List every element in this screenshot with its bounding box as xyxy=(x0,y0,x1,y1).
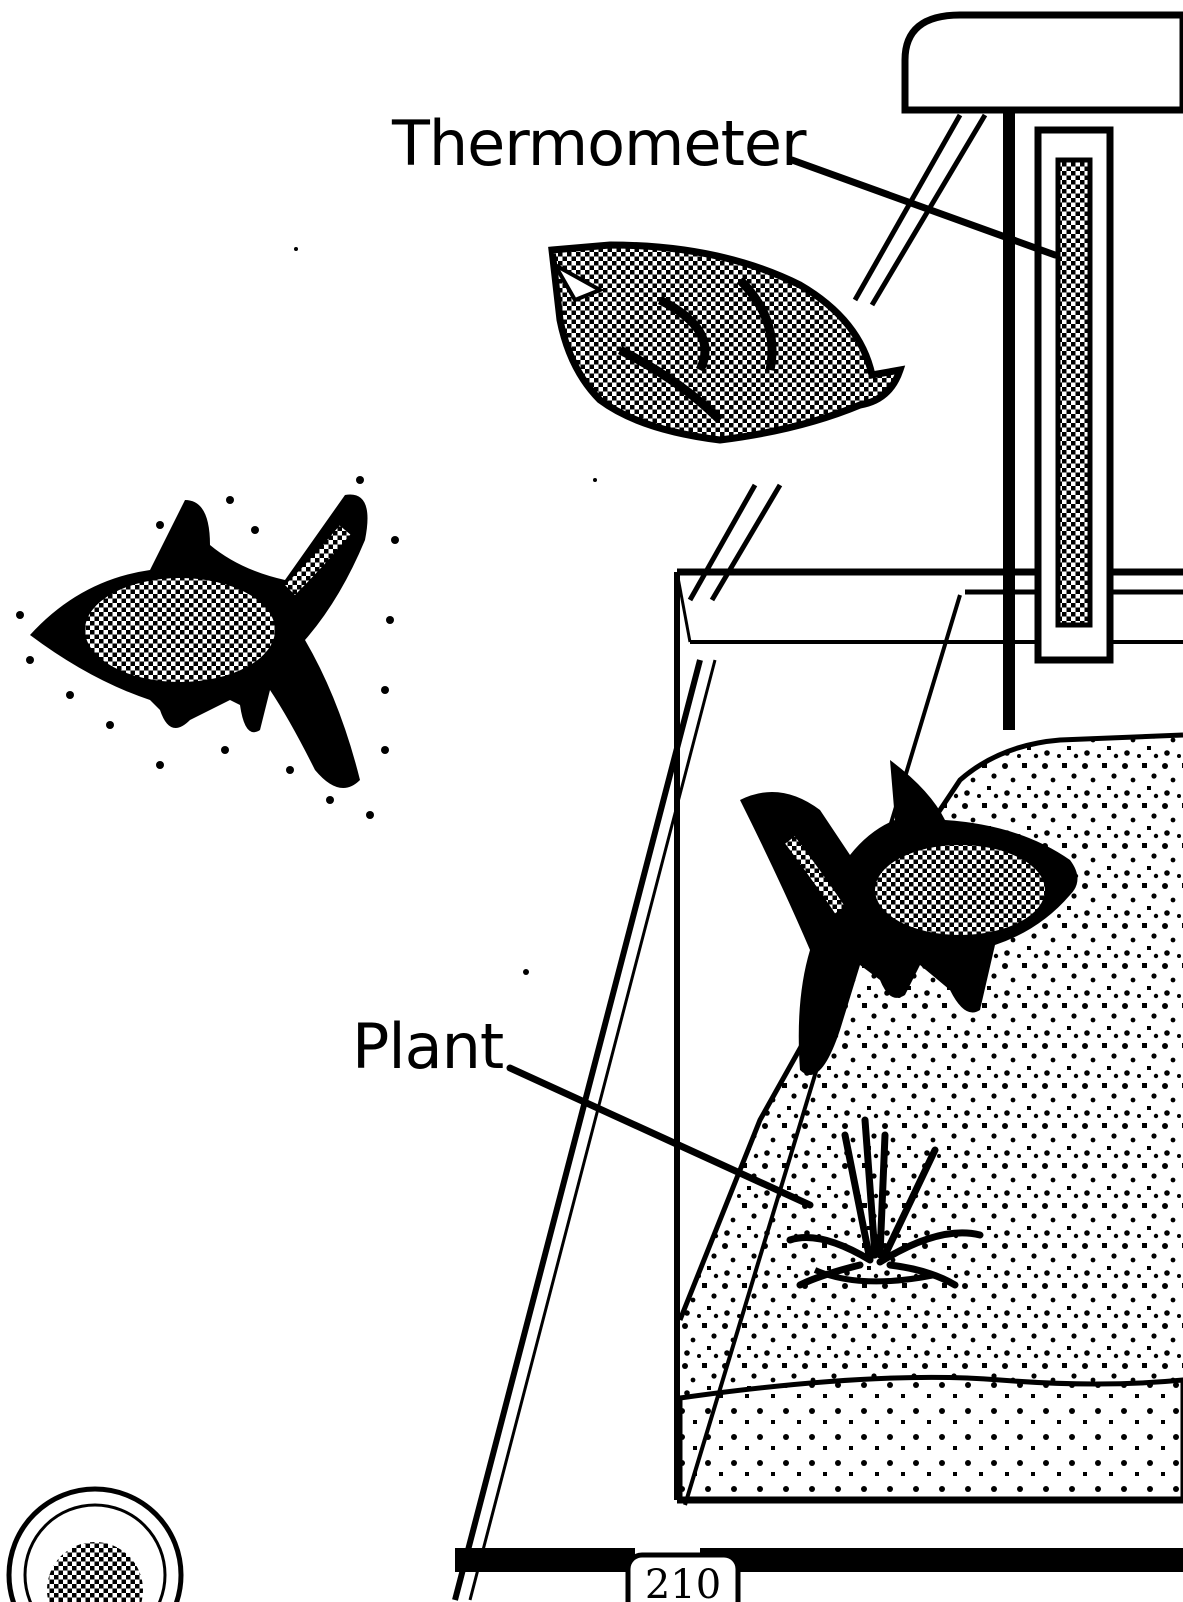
department-seal xyxy=(9,1489,181,1602)
specks xyxy=(294,247,597,975)
thermometer-label: Thermometer xyxy=(391,107,807,180)
goldfish-left xyxy=(16,476,399,819)
page-number-box: 210 xyxy=(628,1555,738,1602)
plant-label: Plant xyxy=(352,1010,503,1083)
thermometer xyxy=(1038,130,1110,660)
page-number: 210 xyxy=(645,1562,721,1602)
aquarium-tank xyxy=(677,572,1183,1505)
angelfish xyxy=(552,245,900,440)
gravel-front xyxy=(680,1377,1183,1500)
